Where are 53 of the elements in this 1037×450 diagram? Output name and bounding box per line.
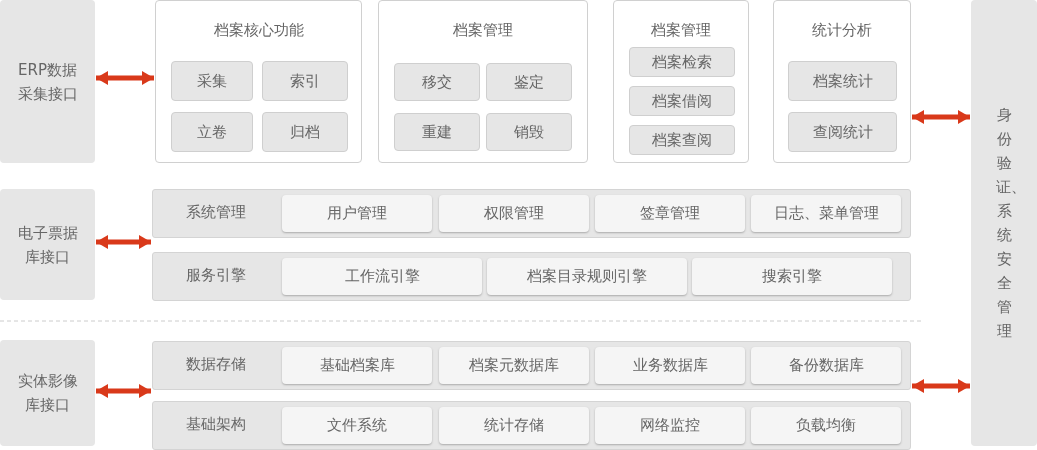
function-tile: 归档 xyxy=(262,112,348,152)
component-tile: 档案目录规则引擎 xyxy=(487,258,687,295)
component-tile: 日志、菜单管理 xyxy=(751,195,901,232)
component-tile: 用户管理 xyxy=(282,195,432,232)
component-tile: 签章管理 xyxy=(595,195,745,232)
layer-band xyxy=(152,252,911,301)
module-panel xyxy=(613,0,749,163)
component-tile: 备份数据库 xyxy=(751,347,901,384)
function-tile: 索引 xyxy=(262,61,348,101)
component-tile: 工作流引擎 xyxy=(282,258,482,295)
layer-band xyxy=(152,401,911,450)
function-tile: 档案查阅 xyxy=(629,125,735,155)
component-tile: 网络监控 xyxy=(595,407,745,444)
module-panel xyxy=(773,0,911,163)
function-tile: 查阅统计 xyxy=(788,112,897,152)
group-title: 统计分析 xyxy=(811,21,873,40)
layer-title: 系统管理 xyxy=(184,203,247,222)
layer-title: 基础架构 xyxy=(184,415,247,434)
double-arrow xyxy=(96,71,154,85)
component-tile: 搜索引擎 xyxy=(692,258,892,295)
layer-title: 数据存储 xyxy=(184,355,247,374)
component-tile: 统计存储 xyxy=(439,407,589,444)
interface-panel: 实体影像库接口 xyxy=(0,340,95,446)
layer-band xyxy=(152,341,911,390)
module-panel xyxy=(378,0,588,163)
function-tile: 立卷 xyxy=(171,112,253,152)
component-tile: 负载均衡 xyxy=(751,407,901,444)
group-title: 档案管理 xyxy=(650,21,712,40)
function-tile: 档案统计 xyxy=(788,61,897,101)
layer-title: 服务引擎 xyxy=(184,266,247,285)
function-tile: 档案借阅 xyxy=(629,86,735,116)
double-arrow xyxy=(96,235,151,249)
function-tile: 采集 xyxy=(171,61,253,101)
function-tile: 鉴定 xyxy=(486,63,572,101)
interface-panel: 电子票据库接口 xyxy=(0,189,95,300)
function-tile: 重建 xyxy=(394,113,480,151)
component-tile: 基础档案库 xyxy=(282,347,432,384)
function-tile: 档案检索 xyxy=(629,47,735,77)
component-tile: 文件系统 xyxy=(282,407,432,444)
layer-band xyxy=(152,189,911,238)
security-panel xyxy=(971,0,1037,446)
double-arrow xyxy=(912,379,970,393)
module-panel xyxy=(155,0,362,163)
component-tile: 业务数据库 xyxy=(595,347,745,384)
component-tile: 权限管理 xyxy=(439,195,589,232)
group-title: 档案核心功能 xyxy=(212,21,305,40)
double-arrow xyxy=(912,110,970,124)
double-arrow xyxy=(96,384,151,398)
function-tile: 销毁 xyxy=(486,113,572,151)
group-title: 档案管理 xyxy=(452,21,514,40)
function-tile: 移交 xyxy=(394,63,480,101)
interface-panel: ERP数据采集接口 xyxy=(0,0,95,163)
component-tile: 档案元数据库 xyxy=(439,347,589,384)
